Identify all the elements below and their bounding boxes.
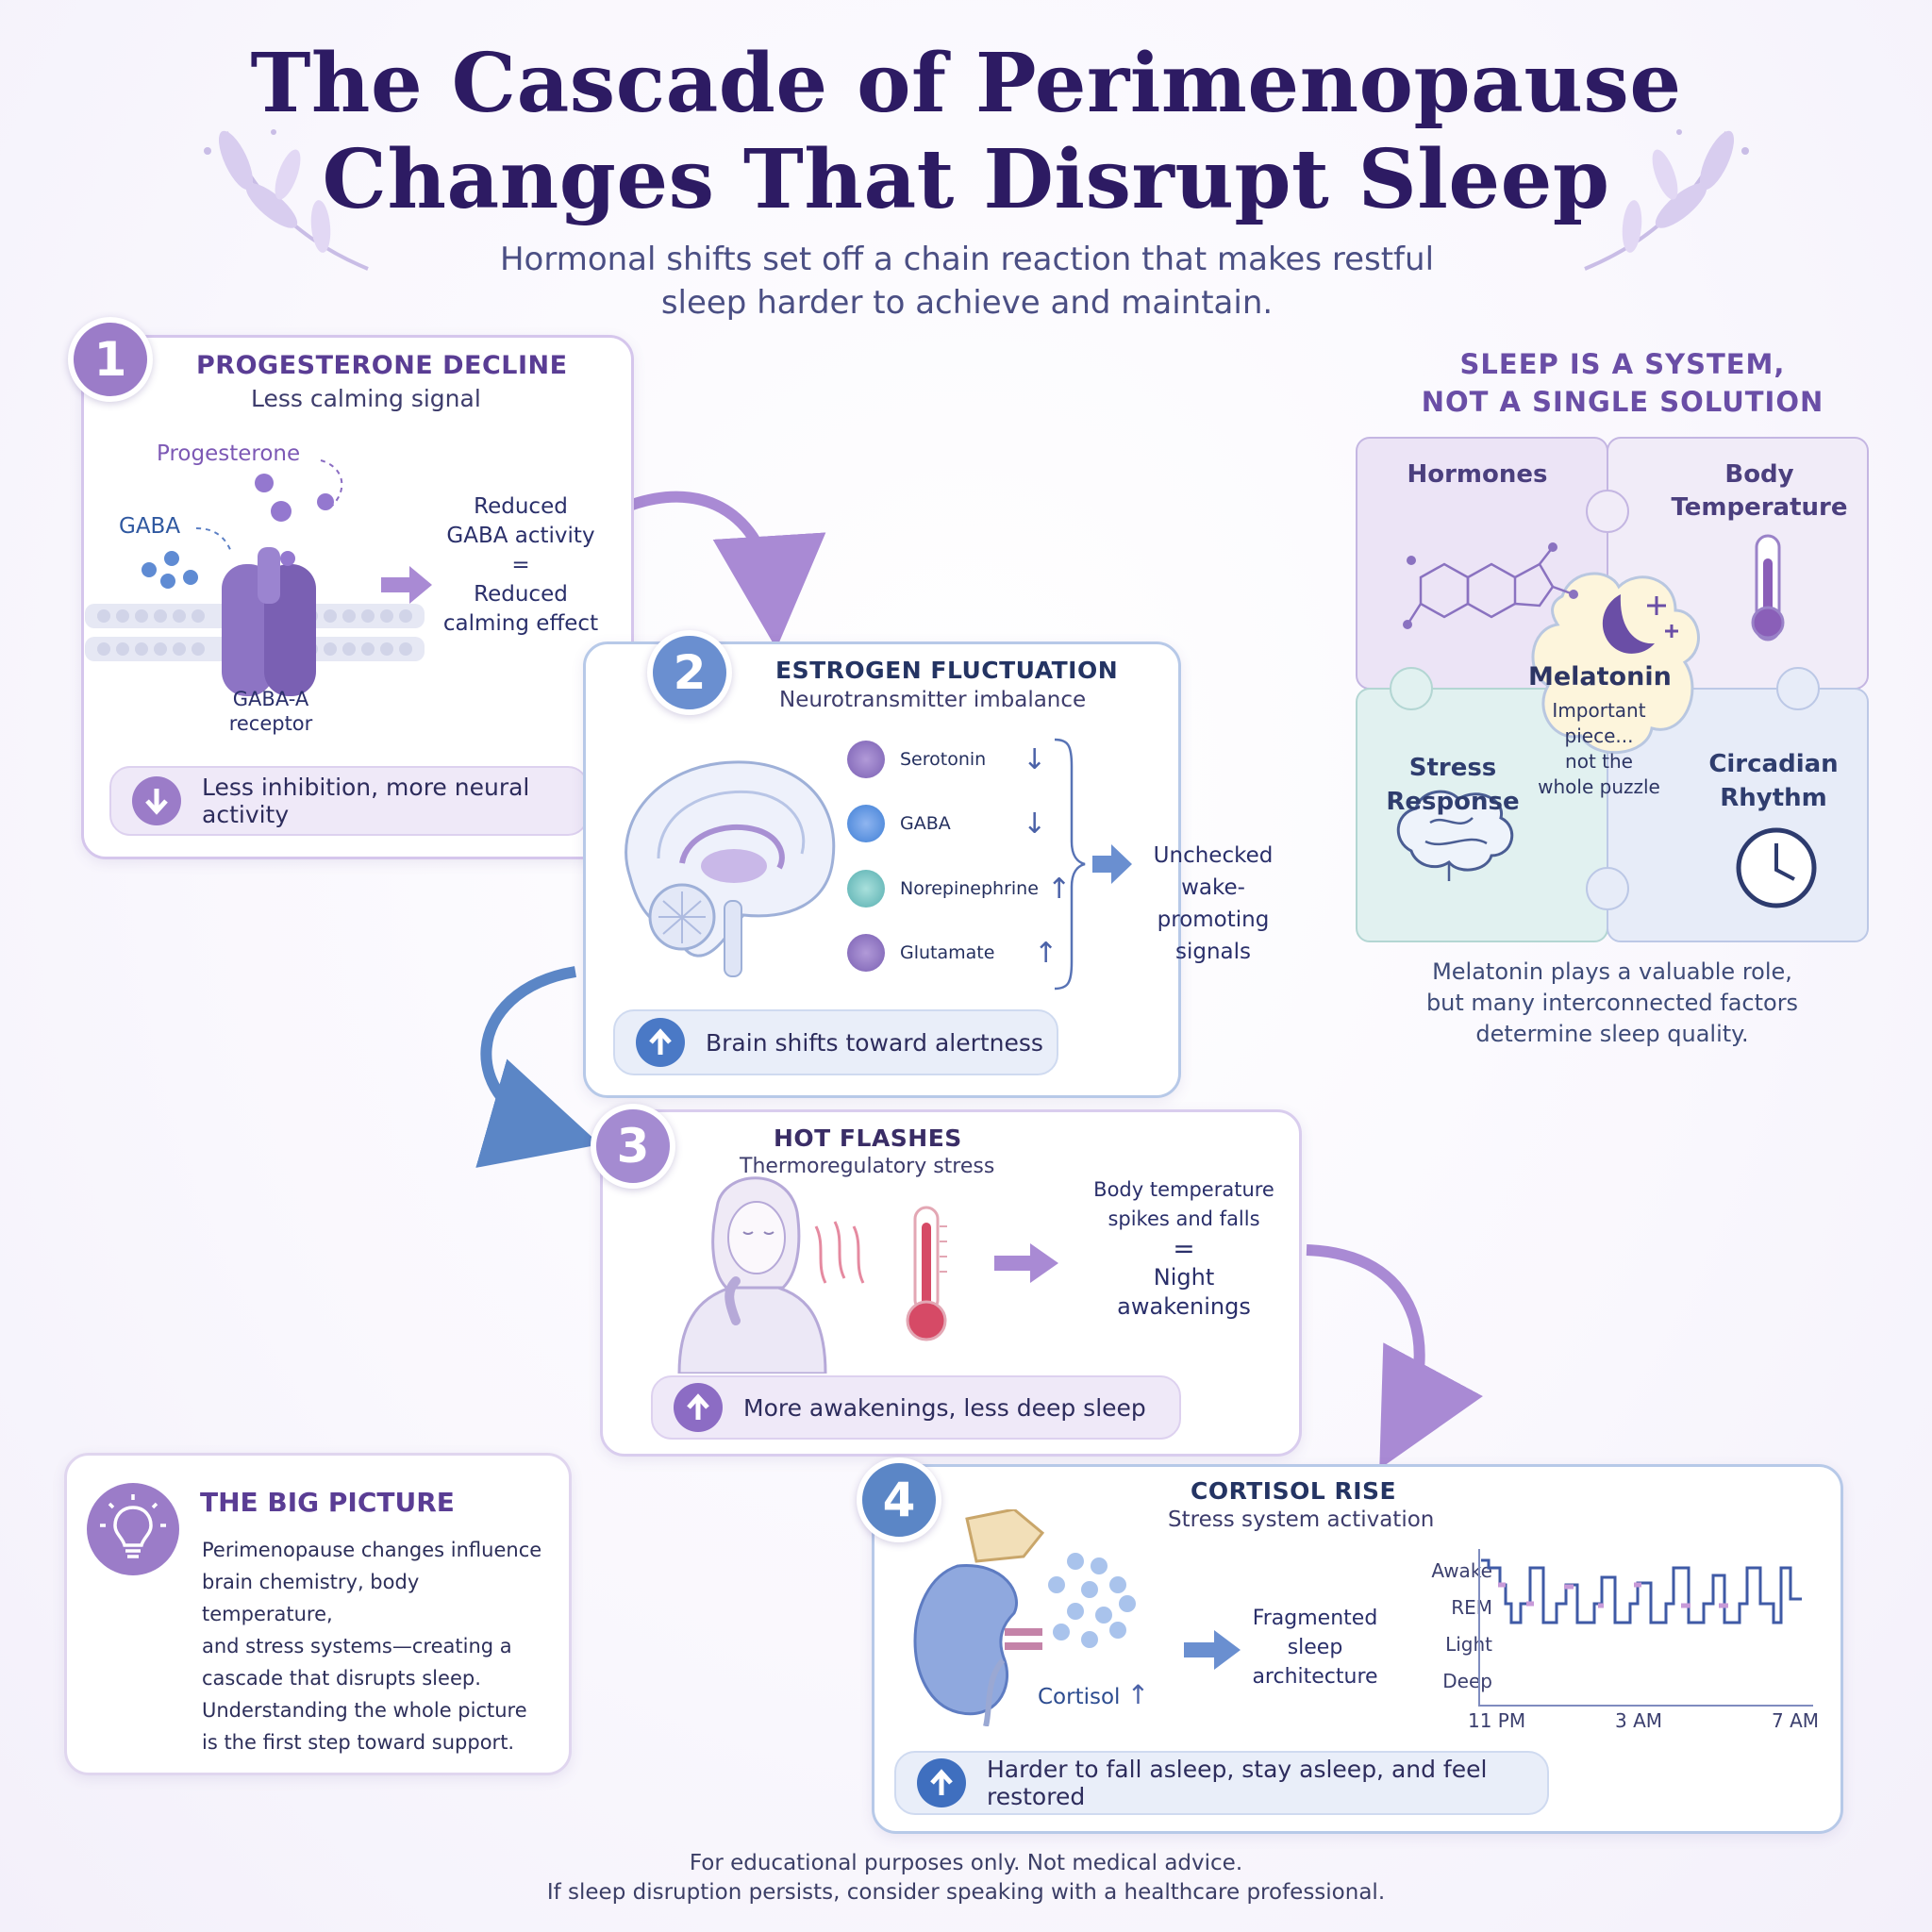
step3-number-badge: 3 xyxy=(591,1104,675,1189)
arrow-up-circle-icon xyxy=(917,1758,966,1807)
step3-summary-pill: More awakenings, less deep sleep xyxy=(651,1375,1181,1440)
arrow-right-icon xyxy=(994,1243,1058,1283)
x-tick-11pm: 11 PM xyxy=(1468,1709,1526,1732)
stage-awake: Awake xyxy=(1431,1559,1492,1582)
stage-rem: REM xyxy=(1451,1596,1492,1619)
step1-subtitle: Less calming signal xyxy=(251,385,481,412)
step1-summary-pill: Less inhibition, more neural activity xyxy=(109,766,589,836)
hypnogram-stage-labels: Awake REM Light Deep xyxy=(1387,1553,1492,1700)
kidney-adrenal-illustration xyxy=(913,1509,1136,1726)
step2-number-badge: 2 xyxy=(647,630,732,715)
arrow-3-to-4 xyxy=(1306,1244,1483,1470)
arrow-2-to-3 xyxy=(475,966,601,1168)
arrow-1-to-2 xyxy=(630,491,826,649)
lightbulb-icon xyxy=(87,1483,179,1575)
arrow-right-icon xyxy=(1184,1630,1241,1670)
nt-norepinephrine: Norepinephrine ↑ xyxy=(847,870,1071,908)
stage-light: Light xyxy=(1445,1633,1492,1656)
serotonin-dot-icon xyxy=(847,741,885,778)
gaba-receptor-illustration xyxy=(85,459,425,696)
page-title: The Cascade of Perimenopause Changes Tha… xyxy=(250,36,1682,227)
nt-serotonin: Serotonin ↓ xyxy=(847,741,1046,778)
brace-and-arrow-icon xyxy=(1054,738,1132,991)
system-caption: Melatonin plays a valuable role,but many… xyxy=(1425,958,1799,1047)
step4-summary-pill: Harder to fall asleep, stay asleep, and … xyxy=(894,1751,1549,1815)
hypnogram-chart xyxy=(1478,1549,1813,1707)
arrow-up-circle-icon xyxy=(636,1018,685,1067)
hypnogram-x-axis: 11 PM 3 AM 7 AM xyxy=(1453,1709,1830,1738)
step1-number-badge: 1 xyxy=(68,317,153,402)
step3-subtitle: Thermoregulatory stress xyxy=(740,1155,995,1178)
big-picture-title: THE BIG PICTURE xyxy=(200,1487,455,1518)
hormones-label: Hormones xyxy=(1407,460,1548,489)
step2-summary-pill: Brain shifts toward alertness xyxy=(613,1009,1058,1075)
page-subtitle: Hormonal shifts set off a chain reaction… xyxy=(499,241,1435,322)
progesterone-label: Progesterone xyxy=(157,441,301,466)
leaf-sprig-right-icon xyxy=(1584,129,1749,271)
glutamate-dot-icon xyxy=(847,934,885,972)
step4-title: CORTISOL RISE xyxy=(1191,1477,1397,1505)
woman-hot-flash-illustration xyxy=(677,1176,865,1374)
arrow-up-circle-icon xyxy=(674,1383,723,1432)
sleep-puzzle-diagram xyxy=(1356,437,1869,942)
brain-sagittal-illustration xyxy=(625,760,836,977)
footer-disclaimer: For educational purposes only. Not medic… xyxy=(546,1851,1386,1905)
leaf-sprig-left-icon xyxy=(204,129,369,271)
x-tick-7am: 7 AM xyxy=(1772,1709,1820,1732)
cortisol-label: Cortisol ↑ xyxy=(1038,1679,1150,1710)
x-tick-3am: 3 AM xyxy=(1615,1709,1663,1732)
arrow-right-icon xyxy=(381,566,432,604)
step1-title: PROGESTERONE DECLINE xyxy=(196,351,568,380)
step3-title: HOT FLASHES xyxy=(774,1124,962,1152)
step2-subtitle: Neurotransmitter imbalance xyxy=(779,688,1087,712)
gaba-dot-icon xyxy=(847,805,885,842)
nt-glutamate: Glutamate ↑ xyxy=(847,934,1058,972)
stage-deep: Deep xyxy=(1442,1670,1492,1692)
thermometer-hot-icon xyxy=(906,1206,947,1341)
step4-subtitle: Stress system activation xyxy=(1168,1507,1435,1532)
system-title: SLEEP IS A SYSTEM,NOT A SINGLE SOLUTION xyxy=(1421,348,1824,418)
melatonin-label: Melatonin xyxy=(1528,662,1672,691)
gaba-label: GABA xyxy=(119,514,181,539)
nt-gaba: GABA ↓ xyxy=(847,805,1046,842)
step2-title: ESTROGEN FLUCTUATION xyxy=(775,657,1119,684)
norepinephrine-dot-icon xyxy=(847,870,885,908)
arrow-down-circle-icon xyxy=(132,776,181,825)
step4-number-badge: 4 xyxy=(857,1457,941,1542)
